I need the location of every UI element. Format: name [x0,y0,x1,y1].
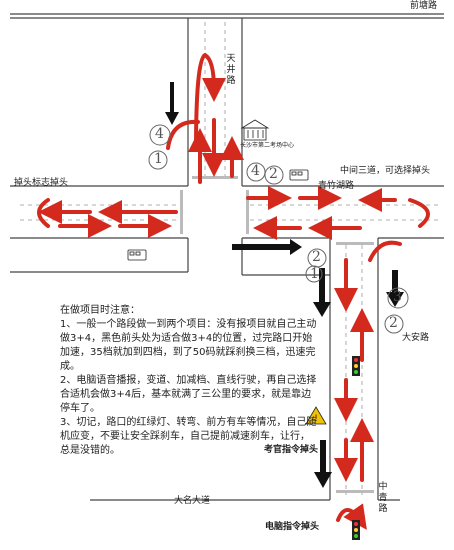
road-label-qiantang: 前塘路 [410,1,438,11]
road-label-zhongjian: 中间三道，可选择掉头 [340,166,431,176]
handwritten-number: 1 [310,266,319,282]
kaoguan-point-label: 考官指令掉头 [264,445,319,455]
bus-icon [127,169,309,261]
vertical-label-char: 井 [226,65,236,75]
road-label-tianjing: 天井路 [226,54,236,87]
notes-heading: 在做项目时注意： [60,305,140,316]
vertical-label-char: 中 [378,482,388,492]
road-label-diaotou: 掉头标志掉头 [14,178,69,188]
road-label-tianjing-text: 天井路 [226,54,236,87]
vertical-label-char: 路 [226,76,236,86]
notes-line: 2、电脑语音播报，变道、加减档、直线行驶，再自己选择合适机会做3+4后，基本就满… [60,375,317,414]
handwritten-circles [148,124,409,334]
road-label-qingzhuhu: 青竹湖路 [318,181,355,191]
warning-sign-icon: ! [305,406,327,425]
svg-text:!: ! [314,414,318,424]
school-label: 长沙市第二考场中心 [240,142,295,149]
road-label-daming: 大名大道 [174,496,211,506]
road-label-daan: 大安路 [402,333,430,343]
notes-line: 3、切记，路口的红绿灯、转弯、前方有车等情况，自己随机应变，不要让安全踩刹车，自… [60,417,317,456]
crosswalks [180,176,374,493]
handwritten-number: 2 [269,166,278,182]
traffic-light-icon [352,356,360,540]
handwritten-number: 4 [251,163,260,179]
road-label-zhongqing-text: 中青路 [378,482,388,515]
vertical-label-char: 路 [378,504,388,514]
handwritten-number: 3 [393,289,402,305]
handwritten-number: 2 [312,249,321,265]
computer-point-label: 电脑指令掉头 [265,522,320,532]
vertical-label-char: 天 [226,54,236,64]
notes-block: 在做项目时注意： 1、一般一个路段做一到两个项目：没有报项目就自己主动做3+4，… [60,304,318,458]
notes-line: 1、一般一个路段做一到两个项目：没有报项目就自己主动做3+4，黑色前头处为适合做… [60,319,317,372]
red-route [37,52,430,530]
handwritten-number: 4 [155,126,164,142]
school-building-icon [240,119,270,141]
road-label-zhongqing: 中青路 [378,482,388,515]
vertical-label-char: 青 [378,493,388,503]
handwritten-number: 1 [154,151,163,167]
handwritten-number: 2 [389,315,398,331]
